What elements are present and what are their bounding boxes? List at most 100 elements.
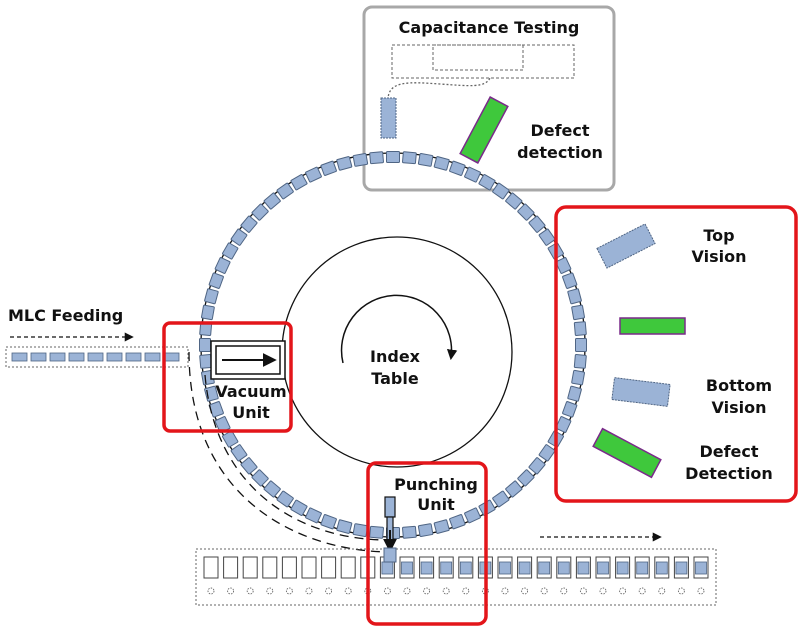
table-pocket [290,499,308,516]
table-pocket [336,519,353,534]
table-pocket [528,215,546,233]
sprocket-hole [658,587,666,595]
table-pocket [571,304,585,321]
sprocket-hole [246,587,254,595]
index-table-label-line1: Index [370,347,421,366]
table-pocket [240,215,258,233]
table-pocket [517,469,535,487]
bottom-vision-label-line1: Bottom [706,376,772,395]
table-pocket [230,444,248,462]
table-pocket [251,203,269,221]
punching-pin-body [384,496,396,518]
table-pocket [386,151,400,163]
table-pocket [517,203,535,221]
sprocket-hole [383,587,391,595]
sprocket-hole [285,587,293,595]
carrier-tape [195,548,717,606]
table-pocket [290,174,308,191]
sprocket-hole [305,587,313,595]
table-pocket [214,257,231,274]
punching-unit-box [366,461,488,626]
vacuum-unit-label-line2: Unit [232,403,270,422]
bottom-vision-label-line2: Vision [712,398,767,417]
defect-detection-camera [592,427,662,479]
sprocket-hole [266,587,274,595]
tape-chip [440,561,453,575]
tester-housing-outer [391,44,575,79]
table-pocket [263,480,281,498]
table-pocket [449,160,466,176]
tape-chip [538,561,551,575]
feeding-chip [68,352,85,362]
table-pocket [320,160,337,176]
feeding-chip [125,352,142,362]
tape-chip [518,561,531,575]
feeding-parts [11,352,180,362]
table-pocket [222,430,239,448]
table-pocket [369,151,384,165]
table-pocket [505,192,523,210]
tape-chip [655,561,668,575]
sprocket-hole [677,587,685,595]
table-pocket [417,523,434,537]
table-pocket [201,304,215,321]
table-pocket [222,242,239,260]
feeding-chip [30,352,47,362]
feeding-track [5,346,189,368]
table-pocket [199,338,211,352]
table-pocket [336,156,353,171]
table-pocket [305,507,322,524]
table-pocket [276,490,294,508]
table-pocket [199,354,213,369]
table-pocket [538,228,556,246]
capacitance-testing-label: Capacitance Testing [399,18,580,37]
tape-chip [616,561,629,575]
table-pocket [464,507,481,524]
vision-station-box [554,205,798,503]
probe-cable [387,77,491,101]
sprocket-hole [403,587,411,595]
table-pocket [263,192,281,210]
tape-pocket [223,556,239,579]
index-table-pockets [199,151,587,539]
table-pocket [478,174,496,191]
table-pocket [567,385,582,402]
table-pocket [417,153,434,167]
sprocket-hole [501,587,509,595]
tape-chip [459,561,472,575]
punching-unit-label-line2: Unit [417,495,455,514]
carrier-tape-sprocket-holes [207,587,705,595]
sprocket-hole [462,587,470,595]
tape-pocket [242,556,258,579]
table-pocket [538,444,556,462]
sprocket-hole [442,587,450,595]
table-pocket [402,151,417,165]
index-table-label-line2: Table [371,369,419,388]
sprocket-hole [599,587,607,595]
table-pocket [320,514,337,530]
tape-chip [499,561,511,575]
sprocket-hole [325,587,333,595]
tape-chip [557,561,570,575]
table-pocket [208,272,224,289]
vision-green-light [619,317,686,335]
table-pocket [402,525,417,539]
feeding-chip [87,352,104,362]
sprocket-hole [560,587,568,595]
tape-chip [401,561,413,575]
mlc-feeding-label: MLC Feeding [8,306,123,325]
tape-chip [381,561,394,575]
tape-chip [675,561,688,575]
table-pocket [555,416,572,433]
tape-pocket [340,556,356,579]
sprocket-hole [227,587,235,595]
table-pocket [562,272,578,289]
table-pocket [567,288,582,305]
vacuum-unit-label-line1: Vacuum [215,382,286,401]
table-pocket [464,166,481,183]
table-pocket [352,153,369,167]
sprocket-hole [423,587,431,595]
table-pocket [573,321,587,336]
vacuum-unit-inner-frame [215,345,281,375]
